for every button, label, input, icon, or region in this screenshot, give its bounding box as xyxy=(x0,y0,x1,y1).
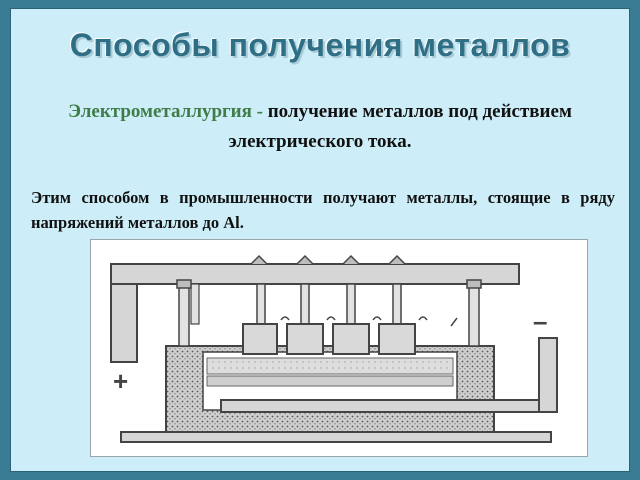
anode-6 xyxy=(468,283,480,347)
anode-4 xyxy=(332,283,370,355)
cathode-lead xyxy=(538,337,558,413)
definition-text: получение металлов под действием электри… xyxy=(228,101,572,152)
slide: Способы получения металлов Электрометалл… xyxy=(10,8,630,472)
anode-2 xyxy=(242,283,278,355)
anode-5 xyxy=(378,283,416,355)
anode-bus-bar xyxy=(110,263,520,285)
gas-vents xyxy=(280,316,458,327)
slide-title: Способы получения металлов xyxy=(69,27,571,63)
electrolyzer-drawing: + – xyxy=(110,254,558,443)
plus-sign: + xyxy=(113,366,128,396)
anode-3 xyxy=(286,283,324,355)
molten-electrolyte xyxy=(206,357,454,375)
bus-clamps xyxy=(176,254,482,289)
base-plate xyxy=(120,431,552,443)
cathode-bar xyxy=(220,399,552,413)
electrolysis-cell-diagram: + – xyxy=(90,239,588,457)
anode-lead xyxy=(110,283,138,363)
metal-layer xyxy=(206,375,454,387)
industry-note: Этим способом в промышленности получают … xyxy=(31,188,615,232)
definition-term: Электрометаллургия - xyxy=(68,101,263,122)
minus-sign: – xyxy=(533,306,547,336)
definition: Электрометаллургия - получение металлов … xyxy=(11,97,629,157)
anode-1 xyxy=(178,283,200,347)
